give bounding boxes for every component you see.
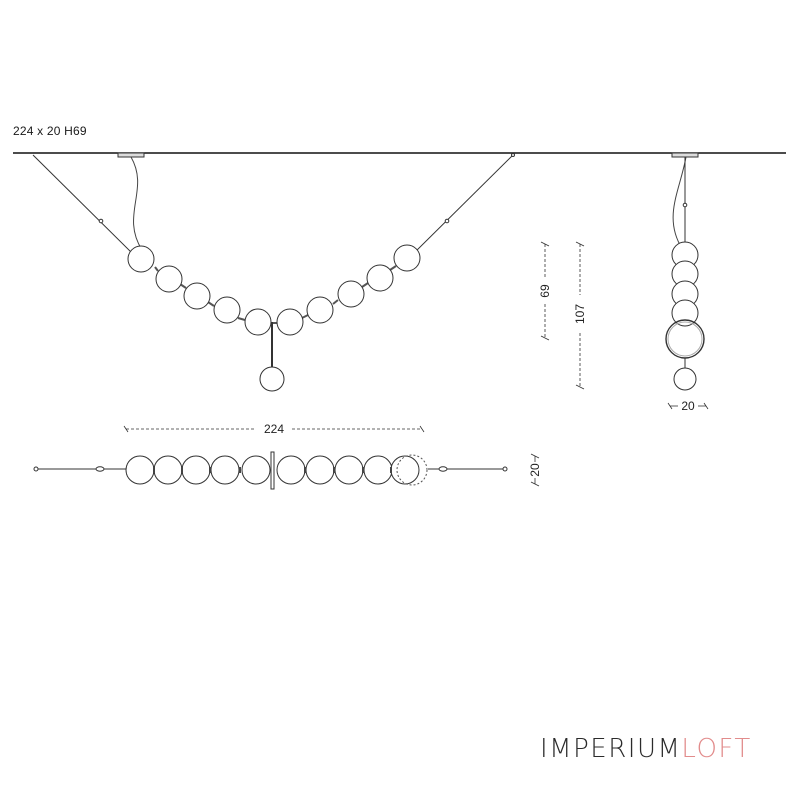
top-right-anchor [502,466,508,472]
globe [366,264,394,292]
globe [241,455,271,485]
globe [244,308,272,336]
top-center-rod [270,451,275,490]
globe [276,308,304,336]
side-power-cable [672,156,687,246]
front-view [32,152,515,392]
globe [305,455,335,485]
globe [334,455,364,485]
brand-logo-part2: LOFT [681,734,752,764]
globe [306,296,334,324]
left-wire-clip [98,218,104,224]
globe [390,455,420,485]
dimension-20-side [667,402,709,410]
right-ceiling-anchor [511,153,515,157]
top-connectors [153,467,392,473]
globe [363,455,393,485]
dimension-label-side-depth: 20 [681,399,695,413]
front-canopy [117,152,145,158]
top-view [33,451,508,490]
brand-logo-part1: IMPERIUM [540,734,682,764]
top-left-clip [95,466,105,472]
center-pendant-globe [259,366,285,392]
front-globes [127,244,421,336]
globe [213,296,241,324]
front-power-cable [130,156,143,251]
dimension-label-top-depth: 20 [528,463,542,477]
globe [276,455,306,485]
side-globes [671,241,699,327]
top-ring-dashed [396,454,428,486]
side-view [665,152,705,391]
side-pendant-globe [673,367,697,391]
dimension-label-width: 224 [264,422,284,436]
top-right-clip [438,466,448,472]
dimension-224 [123,425,425,433]
globe [181,455,211,485]
brand-logo: IMPERIUMLOFT [540,734,752,764]
globe [337,280,365,308]
top-left-anchor [33,466,39,472]
front-globe-connectors [154,265,397,324]
globe [125,455,155,485]
dimension-label-height-total: 107 [573,304,587,324]
side-ring-inner [667,321,703,357]
left-suspension-wire [32,154,138,259]
side-canopy [671,152,699,158]
globe [127,245,155,273]
right-suspension-wire [409,154,514,258]
globe [153,455,183,485]
dimension-label-height-body: 69 [538,284,552,298]
globe [183,282,211,310]
side-wire-clip [682,202,688,208]
globe [210,455,240,485]
globe [671,299,699,327]
globe [393,244,421,272]
right-wire-clip [444,218,450,224]
dimension-107 [575,241,585,390]
globe [155,265,183,293]
dimension-69 [540,241,550,341]
product-dimensions-title: 224 x 20 H69 [13,124,87,138]
dimension-20-top [530,453,540,487]
